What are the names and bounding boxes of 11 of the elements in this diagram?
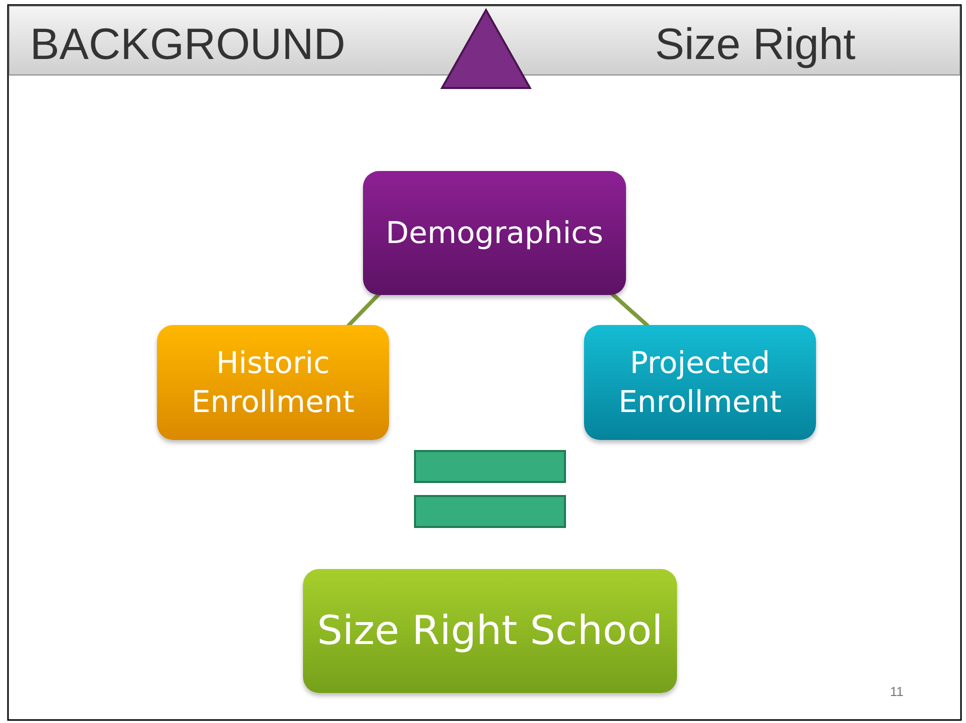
- process-box: [303, 569, 677, 693]
- node-label: Size Right School: [317, 607, 663, 656]
- page-number: 11: [890, 684, 904, 699]
- node-label: Projected Enrollment: [617, 344, 783, 422]
- process-box: [363, 171, 626, 295]
- slide-subtitle: Size Right: [655, 20, 856, 70]
- node-label: Demographics: [386, 214, 604, 252]
- node-label: Historic Enrollment: [190, 344, 356, 422]
- slide-title: BACKGROUND: [30, 20, 346, 70]
- process-box: [584, 325, 816, 440]
- process-box: [157, 325, 389, 440]
